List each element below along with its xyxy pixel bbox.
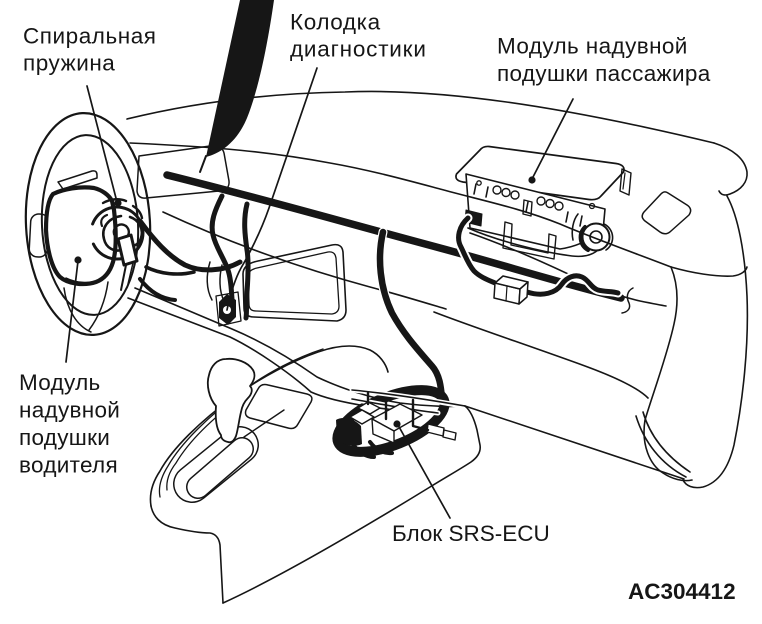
svg-text:диагностики: диагностики [290, 37, 427, 62]
svg-text:подушки: подушки [19, 425, 110, 450]
svg-text:надувной: надувной [19, 398, 120, 423]
svg-text:AC304412: AC304412 [628, 579, 736, 604]
svg-text:водителя: водителя [19, 453, 118, 478]
svg-text:Колодка: Колодка [290, 10, 381, 35]
svg-text:Спиральная: Спиральная [23, 24, 157, 49]
svg-text:Модуль: Модуль [19, 370, 101, 395]
svg-text:Модуль надувной: Модуль надувной [497, 34, 688, 59]
svg-text:пружина: пружина [23, 51, 115, 76]
svg-text:Блок SRS-ECU: Блок SRS-ECU [392, 521, 550, 546]
svg-text:подушки пассажира: подушки пассажира [497, 61, 711, 86]
